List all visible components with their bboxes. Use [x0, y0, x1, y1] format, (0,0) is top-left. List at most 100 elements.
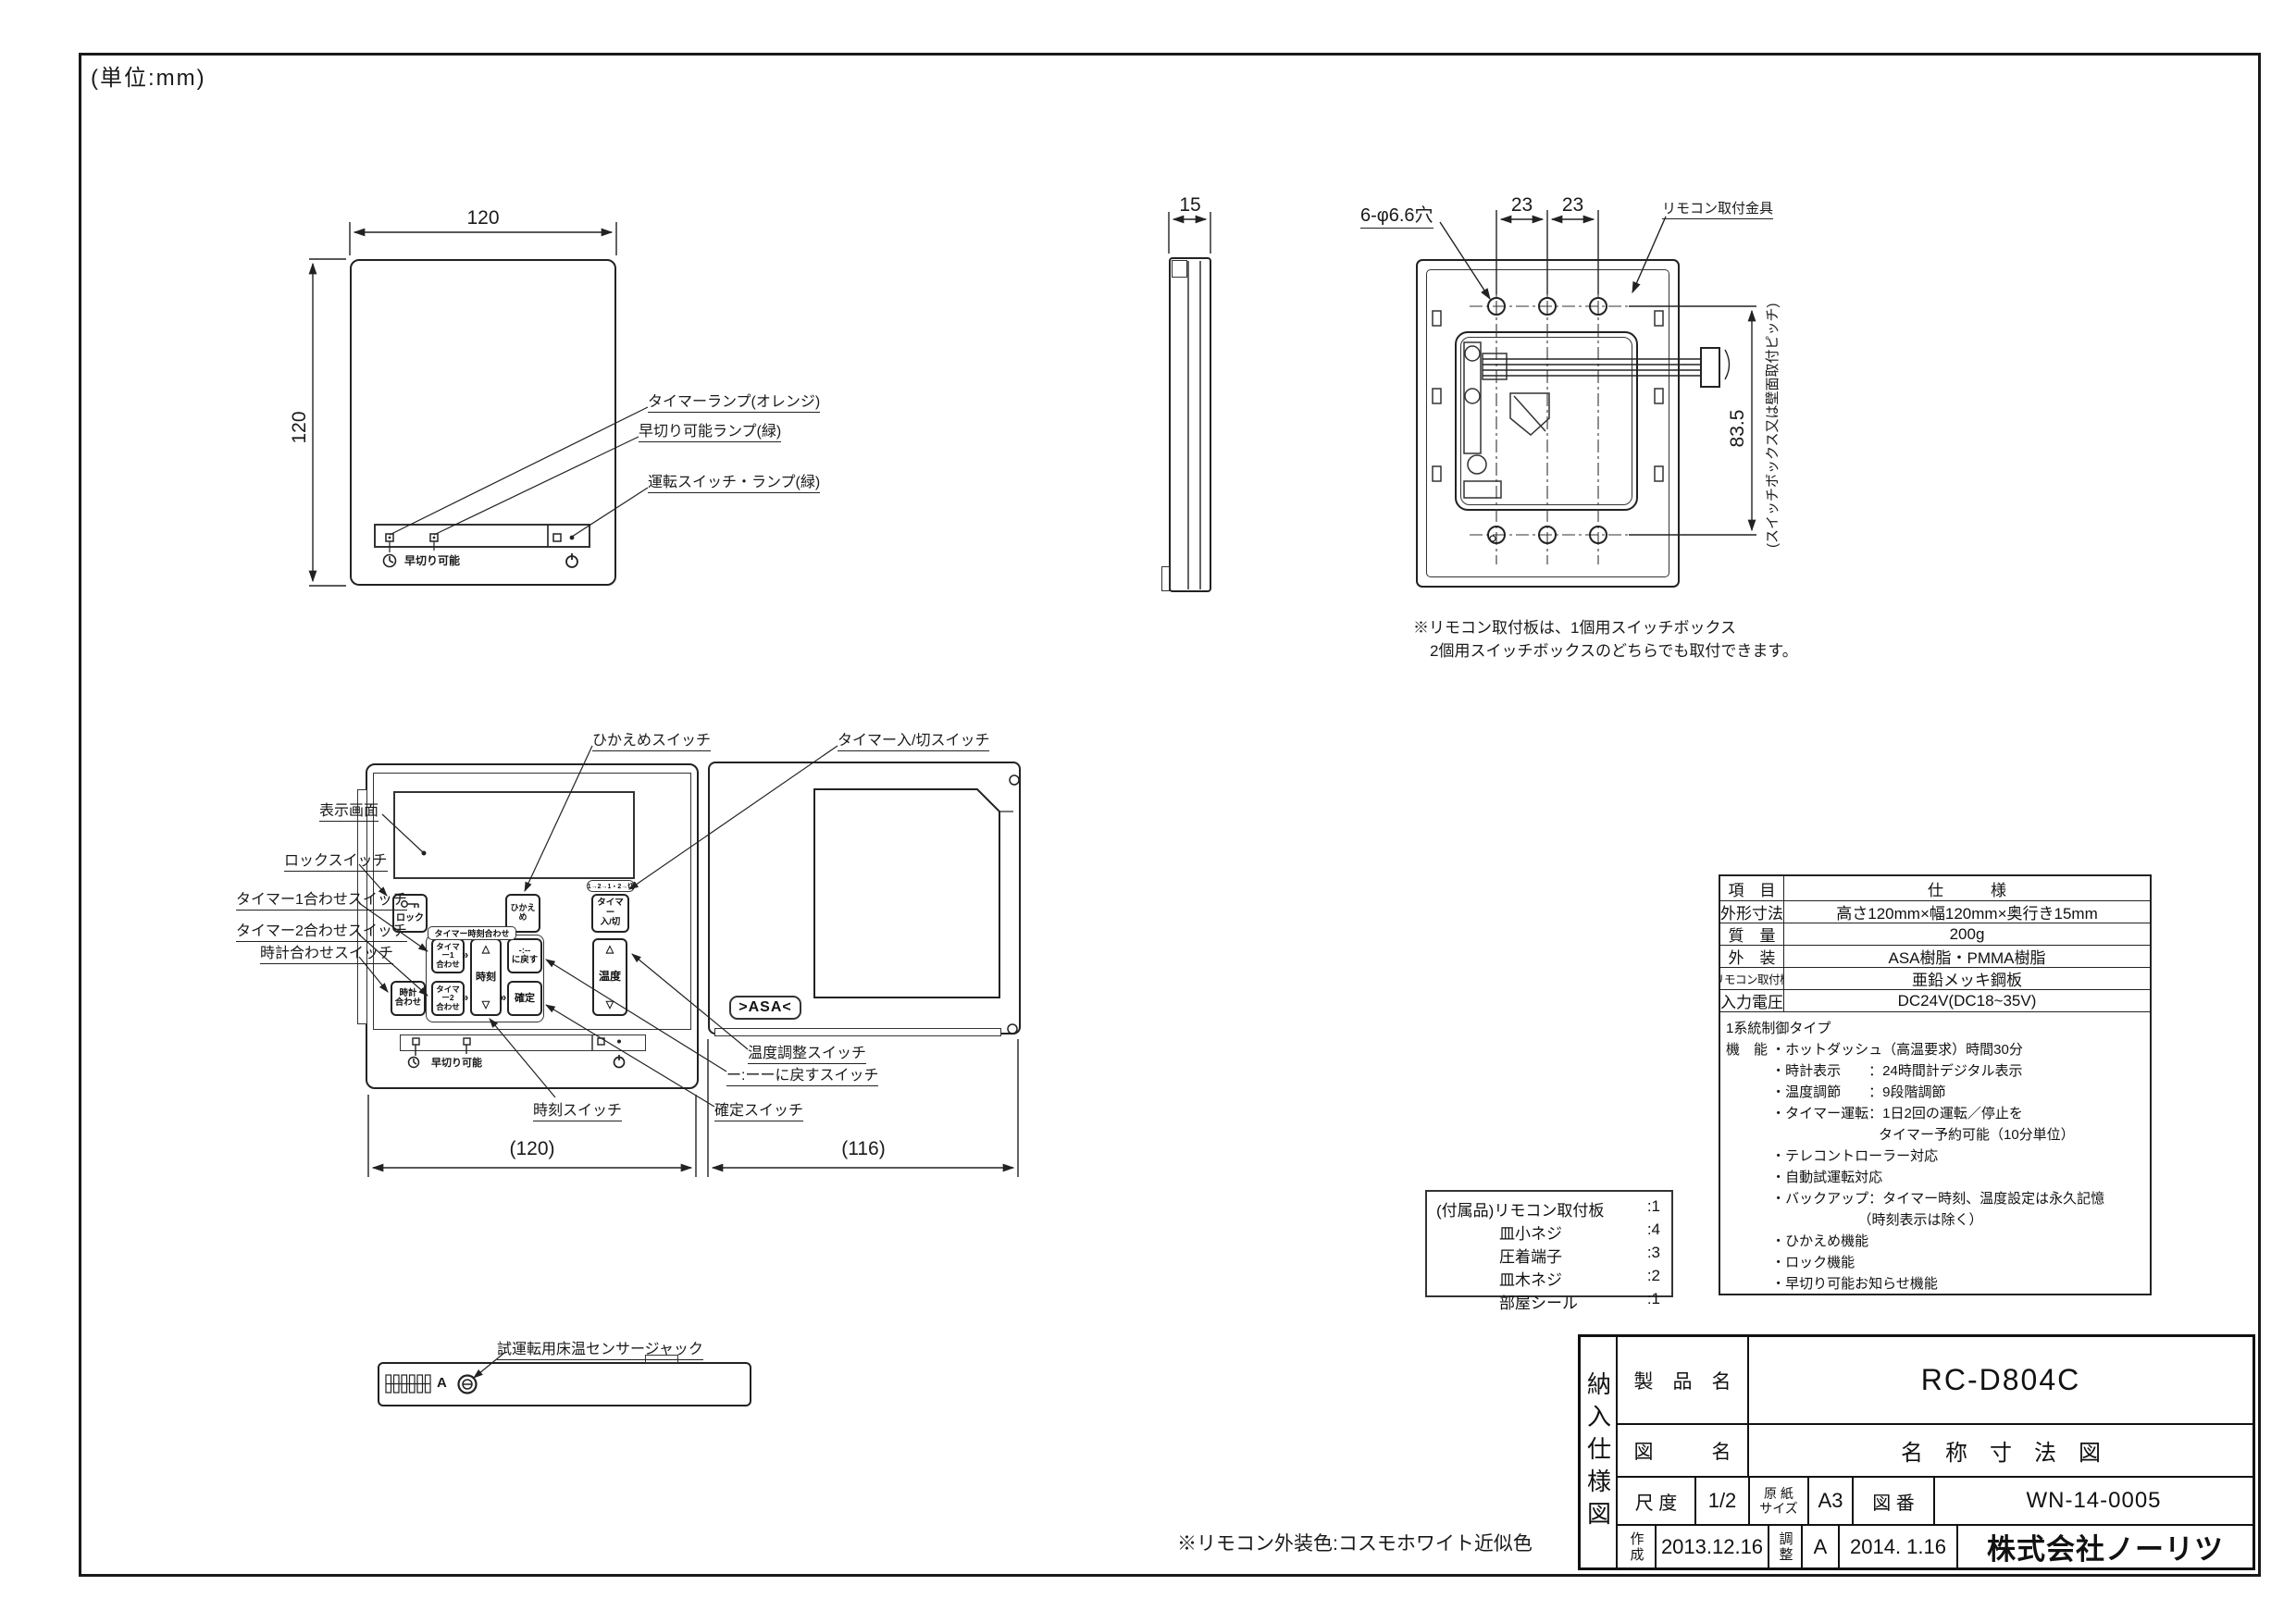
detail-cover-dim: (116)	[841, 1138, 886, 1159]
function-line: ・温度調節 ：9段階調節	[1726, 1084, 1946, 1100]
back-vpitch-note: (スイッチボックス又は壁面取付ピッチ)	[1765, 303, 1781, 548]
back-note-line2: 2個用スイッチボックスのどちらでも取付できます。	[1430, 642, 1798, 660]
product-name-value: RC-D804C	[1920, 1363, 2081, 1396]
spec-table: 項 目 仕 様 外形寸法 高さ120mm×幅120mm×奥行き15mm 質 量 …	[1719, 874, 2152, 1295]
back-window-inner	[1460, 337, 1632, 505]
label-floor-sensor-jack: 試運転用床温センサージャック	[497, 1336, 703, 1360]
drawing-number-value: WN-14-0005	[2026, 1488, 2162, 1513]
accessory-name: 部屋シール	[1499, 1295, 1578, 1312]
timer2-l2: 合わせ	[436, 1001, 460, 1011]
product-name-label: 製 品 名	[1618, 1337, 1749, 1423]
spec-row-value: 高さ120mm×幅120mm×奥行き15mm	[1836, 905, 2098, 923]
unit-note: (単位:mm)	[91, 66, 206, 91]
timer-mode-tag: 1→2→1・2→切	[587, 880, 635, 892]
spec-row-label: 外 装	[1720, 946, 1784, 967]
accessory-row: 皿木ネジ :2	[1436, 1267, 1660, 1290]
reset-button: -:-- に戻す	[507, 938, 542, 973]
accessory-qty: :4	[1646, 1220, 1660, 1238]
timer-onoff-l2: 入/切	[600, 917, 621, 928]
back-vpitch-dim: 83.5	[1727, 409, 1748, 448]
time-button: △ 時刻 ▽	[470, 938, 502, 1016]
paper-size-value: A3	[1809, 1478, 1854, 1524]
function-line: タイマー予約可能（10分単位）	[1726, 1127, 2075, 1143]
spec-row-label: 入力電圧	[1720, 990, 1784, 1011]
front-width-dim: 120	[466, 207, 500, 229]
timer-group-tab: タイマー時刻合わせ	[428, 926, 516, 940]
function-line: （時刻表示は除く）	[1726, 1212, 1983, 1228]
confirm-label: 確定	[515, 992, 535, 1004]
label-timer-lamp: タイマーランプ(オレンジ)	[648, 389, 821, 413]
accessory-row: 部屋シール :1	[1436, 1290, 1660, 1313]
company-logo: 株式会社ノーリツ	[1987, 1533, 2224, 1566]
function-line: ・時計表示 ：24時間計デジタル表示	[1726, 1063, 2023, 1079]
accessory-row: (付属品)リモコン取付板 :1	[1436, 1197, 1660, 1220]
spec-row-label: 外形寸法	[1720, 901, 1784, 923]
label-temp-switch: 温度調整スイッチ	[748, 1040, 867, 1064]
adjusted-label: 調整	[1769, 1526, 1803, 1567]
function-line: ・ロック機能	[1726, 1255, 1855, 1270]
label-timer1-switch: タイマー1合わせスイッチ	[236, 886, 407, 911]
side-view-notch	[1172, 260, 1187, 278]
bottom-marker-a: A	[437, 1375, 447, 1391]
cover-flap-outline	[708, 762, 1021, 1035]
label-reset-switch: ー:ーーに戻すスイッチ	[726, 1062, 879, 1086]
spec-header-item: 項 目	[1720, 876, 1784, 900]
title-block-row-dates: 作成 2013.12.16 調整 A 2014. 1.16 株式会社ノーリツ	[1618, 1526, 2253, 1567]
accessories-box: (付属品)リモコン取付板 :1 皿小ネジ :4 圧着端子 :3 皿木ネジ :2 …	[1425, 1190, 1673, 1312]
function-line: ・自動試運転対応	[1726, 1170, 1883, 1185]
label-holes: 6-φ6.6穴	[1360, 200, 1433, 229]
front-height-dim: 120	[289, 411, 310, 444]
created-date: 2013.12.16	[1657, 1526, 1769, 1567]
bottom-view-outline	[378, 1362, 751, 1406]
chevron-2: »	[462, 990, 469, 1004]
spec-row-value: 200g	[1949, 924, 1985, 943]
side-view-foot	[1161, 566, 1170, 591]
function-line: 1系統制御タイプ	[1726, 1021, 1831, 1036]
label-hikaeme-switch: ひかえめスイッチ	[592, 727, 712, 751]
paper-label-l2: サイズ	[1759, 1501, 1798, 1516]
spec-row: 外 装 ASA樹脂・PMMA樹脂	[1720, 946, 2150, 968]
created-label: 作成	[1618, 1526, 1657, 1567]
timer-group-label: タイマー時刻合わせ	[434, 929, 510, 938]
title-block-doctype: 納入仕様図	[1581, 1337, 1618, 1567]
timer1-l2: 合わせ	[436, 959, 460, 969]
temp-button: △ 温度 ▽	[592, 938, 627, 1016]
paper-label-l1: 原 紙	[1764, 1485, 1793, 1501]
front-lamp-strip	[374, 524, 590, 548]
timer1-l1: タイマー1	[436, 941, 460, 960]
spec-row-label: リモコン取付板	[1720, 968, 1784, 989]
function-line: ・ひかえめ機能	[1726, 1233, 1869, 1249]
front-strip-label: 早切り可能	[404, 554, 461, 567]
spec-row: リモコン取付板 亜鉛メッキ鋼板	[1720, 968, 2150, 990]
back-pitch-dim-a: 23	[1510, 194, 1533, 216]
time-up-icon: △	[481, 944, 490, 955]
accessory-name: 圧着端子	[1499, 1248, 1562, 1266]
label-power-lamp: 運転スイッチ・ランプ(緑)	[648, 469, 821, 493]
accessory-row: 圧着端子 :3	[1436, 1244, 1660, 1267]
drawing-name-value: 名 称 寸 法 図	[1901, 1441, 2101, 1466]
cover-flap-strip	[714, 1028, 1001, 1036]
function-line: ・バックアップ：タイマー時刻、温度設定は永久記憶	[1726, 1191, 2105, 1207]
spec-row-label: 質 量	[1720, 923, 1784, 945]
revision-value: A	[1803, 1526, 1840, 1567]
spec-row: 外形寸法 高さ120mm×幅120mm×奥行き15mm	[1720, 901, 2150, 923]
title-block-main: 製 品 名 RC-D804C 図 名 名 称 寸 法 図 尺 度 1/2 原 紙…	[1618, 1337, 2253, 1567]
detail-body-dim: (120)	[509, 1138, 555, 1159]
spec-row-value: 亜鉛メッキ鋼板	[1912, 972, 2022, 989]
label-time-switch: 時刻スイッチ	[533, 1097, 623, 1121]
accessory-name: 皿小ネジ	[1499, 1225, 1562, 1243]
adjusted-date: 2014. 1.16	[1840, 1526, 1958, 1567]
temp-label: 温度	[598, 970, 621, 984]
timer2-l1: タイマー2	[436, 984, 460, 1003]
label-bracket: リモコン取付金具	[1662, 198, 1774, 219]
confirm-button: 確定	[507, 981, 542, 1016]
temp-down-icon: ▽	[605, 998, 614, 1010]
label-display: 表示画面	[319, 798, 379, 822]
back-connector-a: A	[1706, 364, 1719, 372]
spec-header-row: 項 目 仕 様	[1720, 876, 2150, 901]
function-line: ・早切り可能お知らせ機能	[1726, 1276, 1938, 1292]
accessory-name: (付属品)リモコン取付板	[1436, 1202, 1605, 1220]
side-view-outline	[1169, 257, 1211, 592]
timer-mode-tag-label: 1→2→1・2→切	[587, 883, 635, 890]
chevron-1: »	[462, 948, 469, 961]
